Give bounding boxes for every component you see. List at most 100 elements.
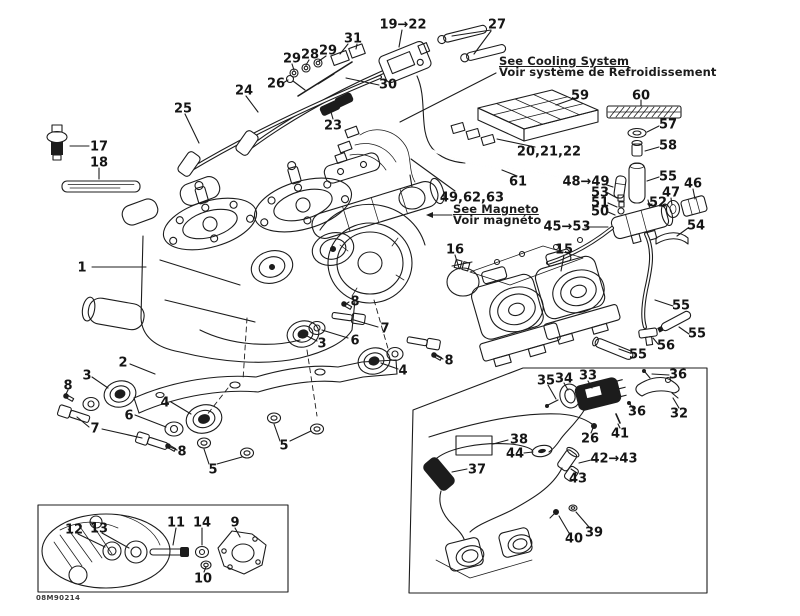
part-number-5: 5 — [279, 439, 288, 454]
part-number-29: 29 — [319, 44, 337, 59]
wiring-harness — [334, 125, 619, 210]
part-number-26: 26 — [581, 432, 599, 447]
part-number-59: 59 — [571, 89, 589, 104]
hose-segment — [657, 310, 692, 333]
engine-mounts — [56, 301, 443, 459]
part-number-23: 23 — [324, 119, 342, 134]
note-see-cooling-system: See Cooling System Voir système de Refro… — [499, 54, 717, 78]
part-number-47: 47 — [662, 186, 680, 201]
pump-cable — [428, 413, 593, 438]
part-number-8: 8 — [177, 445, 186, 460]
part-number-26: 26 — [267, 77, 285, 92]
engine-block — [81, 152, 445, 417]
note-magneto-line2: Voir magnéto — [453, 213, 542, 227]
note-cooling-line1: See Cooling System — [499, 54, 630, 68]
part-number-55: 55 — [629, 348, 647, 363]
coil-screw — [437, 24, 488, 45]
leader-lines — [65, 29, 696, 573]
pump-lever — [635, 376, 680, 397]
part-number-19-22: 19→22 — [379, 18, 426, 33]
part-number-28: 28 — [301, 48, 319, 63]
part-number-8: 8 — [444, 354, 453, 369]
part-number-56: 56 — [657, 339, 675, 354]
fuel-pump-assembly — [610, 194, 708, 245]
part-number-52: 52 — [649, 196, 667, 211]
part-number-12: 12 — [65, 523, 83, 538]
spark-plug-wires — [177, 68, 390, 177]
part-number-7: 7 — [90, 422, 99, 437]
note-see-magneto: See Magneto Voir magnéto — [453, 202, 542, 227]
part-number-39: 39 — [585, 526, 603, 541]
hose-segment — [592, 336, 634, 360]
part-number-7: 7 — [380, 322, 389, 337]
part-number-18: 18 — [90, 156, 108, 171]
part-number-43: 43 — [569, 472, 587, 487]
part-number-25: 25 — [174, 102, 192, 117]
part-number-55: 55 — [672, 299, 690, 314]
part-number-10: 10 — [194, 572, 212, 587]
part-number-30: 30 — [379, 78, 397, 93]
part-number-31: 31 — [344, 32, 362, 47]
part-number-24: 24 — [235, 84, 253, 99]
carburetors — [446, 236, 621, 368]
part-number-46: 46 — [684, 177, 702, 192]
part-number-8: 8 — [350, 295, 359, 310]
part-number-1: 1 — [77, 261, 86, 276]
oil-pump — [574, 377, 627, 411]
part-number-4: 4 — [398, 364, 407, 379]
doc-code: 08M90214 — [36, 594, 80, 602]
part-number-36: 36 — [628, 405, 646, 420]
gasket — [217, 530, 267, 575]
oil-pressure-sensor — [46, 124, 141, 193]
part-number-36: 36 — [669, 368, 687, 383]
part-number-50: 50 — [591, 205, 609, 220]
part-number-48-49: 48→49 — [562, 175, 609, 190]
part-number-6: 6 — [350, 334, 359, 349]
part-number-27: 27 — [488, 18, 506, 33]
fuel-connector — [680, 195, 708, 217]
spark-plug-cap — [177, 151, 201, 177]
part-number-37: 37 — [468, 463, 486, 478]
blank-label — [455, 435, 493, 456]
part-number-41: 41 — [611, 427, 629, 442]
inset-crankcase-detail — [37, 504, 289, 593]
check-valve — [423, 457, 455, 491]
part-number-35: 35 — [537, 374, 555, 389]
part-number-29: 29 — [283, 52, 301, 67]
part-number-17: 17 — [90, 140, 108, 155]
part-number-61: 61 — [509, 175, 527, 190]
decal-strip — [606, 105, 682, 119]
part-number-42-43: 42→43 — [590, 452, 637, 467]
part-number-57: 57 — [659, 118, 677, 133]
part-number-44: 44 — [506, 447, 524, 462]
note-magneto-line1: See Magneto — [453, 202, 539, 216]
inset-oil-pump-detail — [408, 367, 708, 594]
part-number-38: 38 — [510, 433, 528, 448]
part-number-9: 9 — [230, 516, 239, 531]
part-number-49-62-63: 49,62,63 — [440, 191, 504, 206]
part-number-20-21-22: 20,21,22 — [517, 145, 581, 160]
coil-screw — [460, 44, 507, 63]
part-number-33: 33 — [579, 369, 597, 384]
part-number-54: 54 — [687, 219, 705, 234]
part-number-55: 55 — [688, 327, 706, 342]
electrical-box — [450, 89, 599, 147]
tee-fitting — [638, 327, 658, 346]
part-number-5: 5 — [208, 463, 217, 478]
part-number-8: 8 — [63, 379, 72, 394]
part-number-3: 3 — [82, 369, 91, 384]
fuel-hoses — [546, 226, 692, 360]
hose-clamp — [446, 259, 480, 297]
part-number-58: 58 — [659, 139, 677, 154]
spark-plug-cap — [235, 130, 259, 156]
part-number-55: 55 — [659, 170, 677, 185]
part-number-34: 34 — [555, 372, 573, 387]
rubber-mount — [103, 380, 137, 408]
warning-label-strip — [61, 180, 141, 193]
ignition-coil-assembly — [285, 24, 507, 164]
part-number-40: 40 — [565, 532, 583, 547]
part-number-16: 16 — [446, 243, 464, 258]
